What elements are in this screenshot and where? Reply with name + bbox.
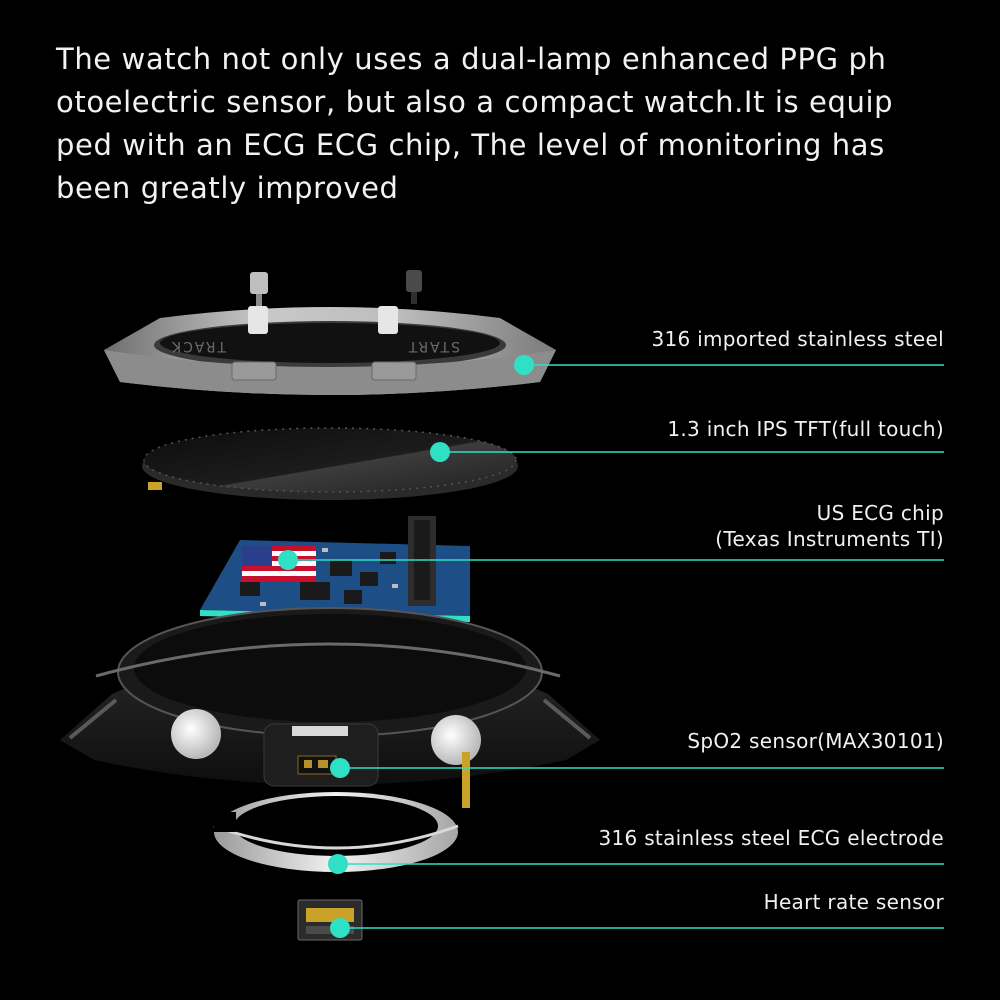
heart-rate-sensor <box>297 899 363 941</box>
stainless-steel-bezel: TRACK START <box>104 306 556 395</box>
callout-text: 316 imported stainless steel <box>651 327 944 351</box>
callout-text: US ECG chip <box>816 501 944 525</box>
callout-label-display: 1.3 inch IPS TFT(full touch) <box>667 416 944 442</box>
bezel-engraving-track: TRACK <box>170 338 227 354</box>
callout-dot-spo2 <box>330 758 350 778</box>
callout-label-spo2: SpO2 sensor(MAX30101) <box>687 728 944 754</box>
headline: The watch not only uses a dual-lamp enha… <box>56 38 956 210</box>
callout-leaders <box>278 355 944 938</box>
callout-text: 316 stainless steel ECG electrode <box>598 826 944 850</box>
callout-label-electrode: 316 stainless steel ECG electrode <box>598 825 944 851</box>
callout-text: Heart rate sensor <box>763 890 944 914</box>
callout-dot-electrode <box>328 854 348 874</box>
ips-tft-display <box>142 427 518 500</box>
charging-pin <box>462 752 470 808</box>
callout-text: (Texas Instruments TI) <box>715 527 944 551</box>
headline-line-3: ped with an ECG ECG chip, The level of m… <box>56 128 885 162</box>
headline-line-1: The watch not only uses a dual-lamp enha… <box>56 42 887 76</box>
side-button-right <box>431 715 481 765</box>
callout-dot-heart-rate <box>330 918 350 938</box>
callout-label-bezel: 316 imported stainless steel <box>651 326 944 352</box>
bezel-engraving-start: START <box>407 338 460 354</box>
side-button-left <box>171 709 221 759</box>
callout-text: 1.3 inch IPS TFT(full touch) <box>667 417 944 441</box>
screw-left <box>250 272 268 308</box>
callout-label-ecg-chip: US ECG chip (Texas Instruments TI) <box>715 500 944 552</box>
spo2-sensor-module <box>263 723 379 787</box>
callout-dot-bezel <box>514 355 534 375</box>
callout-label-heart-rate: Heart rate sensor <box>764 889 944 915</box>
callout-dot-ecg-chip <box>278 550 298 570</box>
screw-right <box>406 270 422 304</box>
callout-dot-display <box>430 442 450 462</box>
headline-line-4: been greatly improved <box>56 171 399 205</box>
ecg-electrode-ring <box>213 792 459 872</box>
headline-line-2: otoelectric sensor, but also a compact w… <box>56 85 894 119</box>
callout-text: SpO2 sensor(MAX30101) <box>687 729 944 753</box>
ecg-chip-pcb <box>200 516 470 622</box>
